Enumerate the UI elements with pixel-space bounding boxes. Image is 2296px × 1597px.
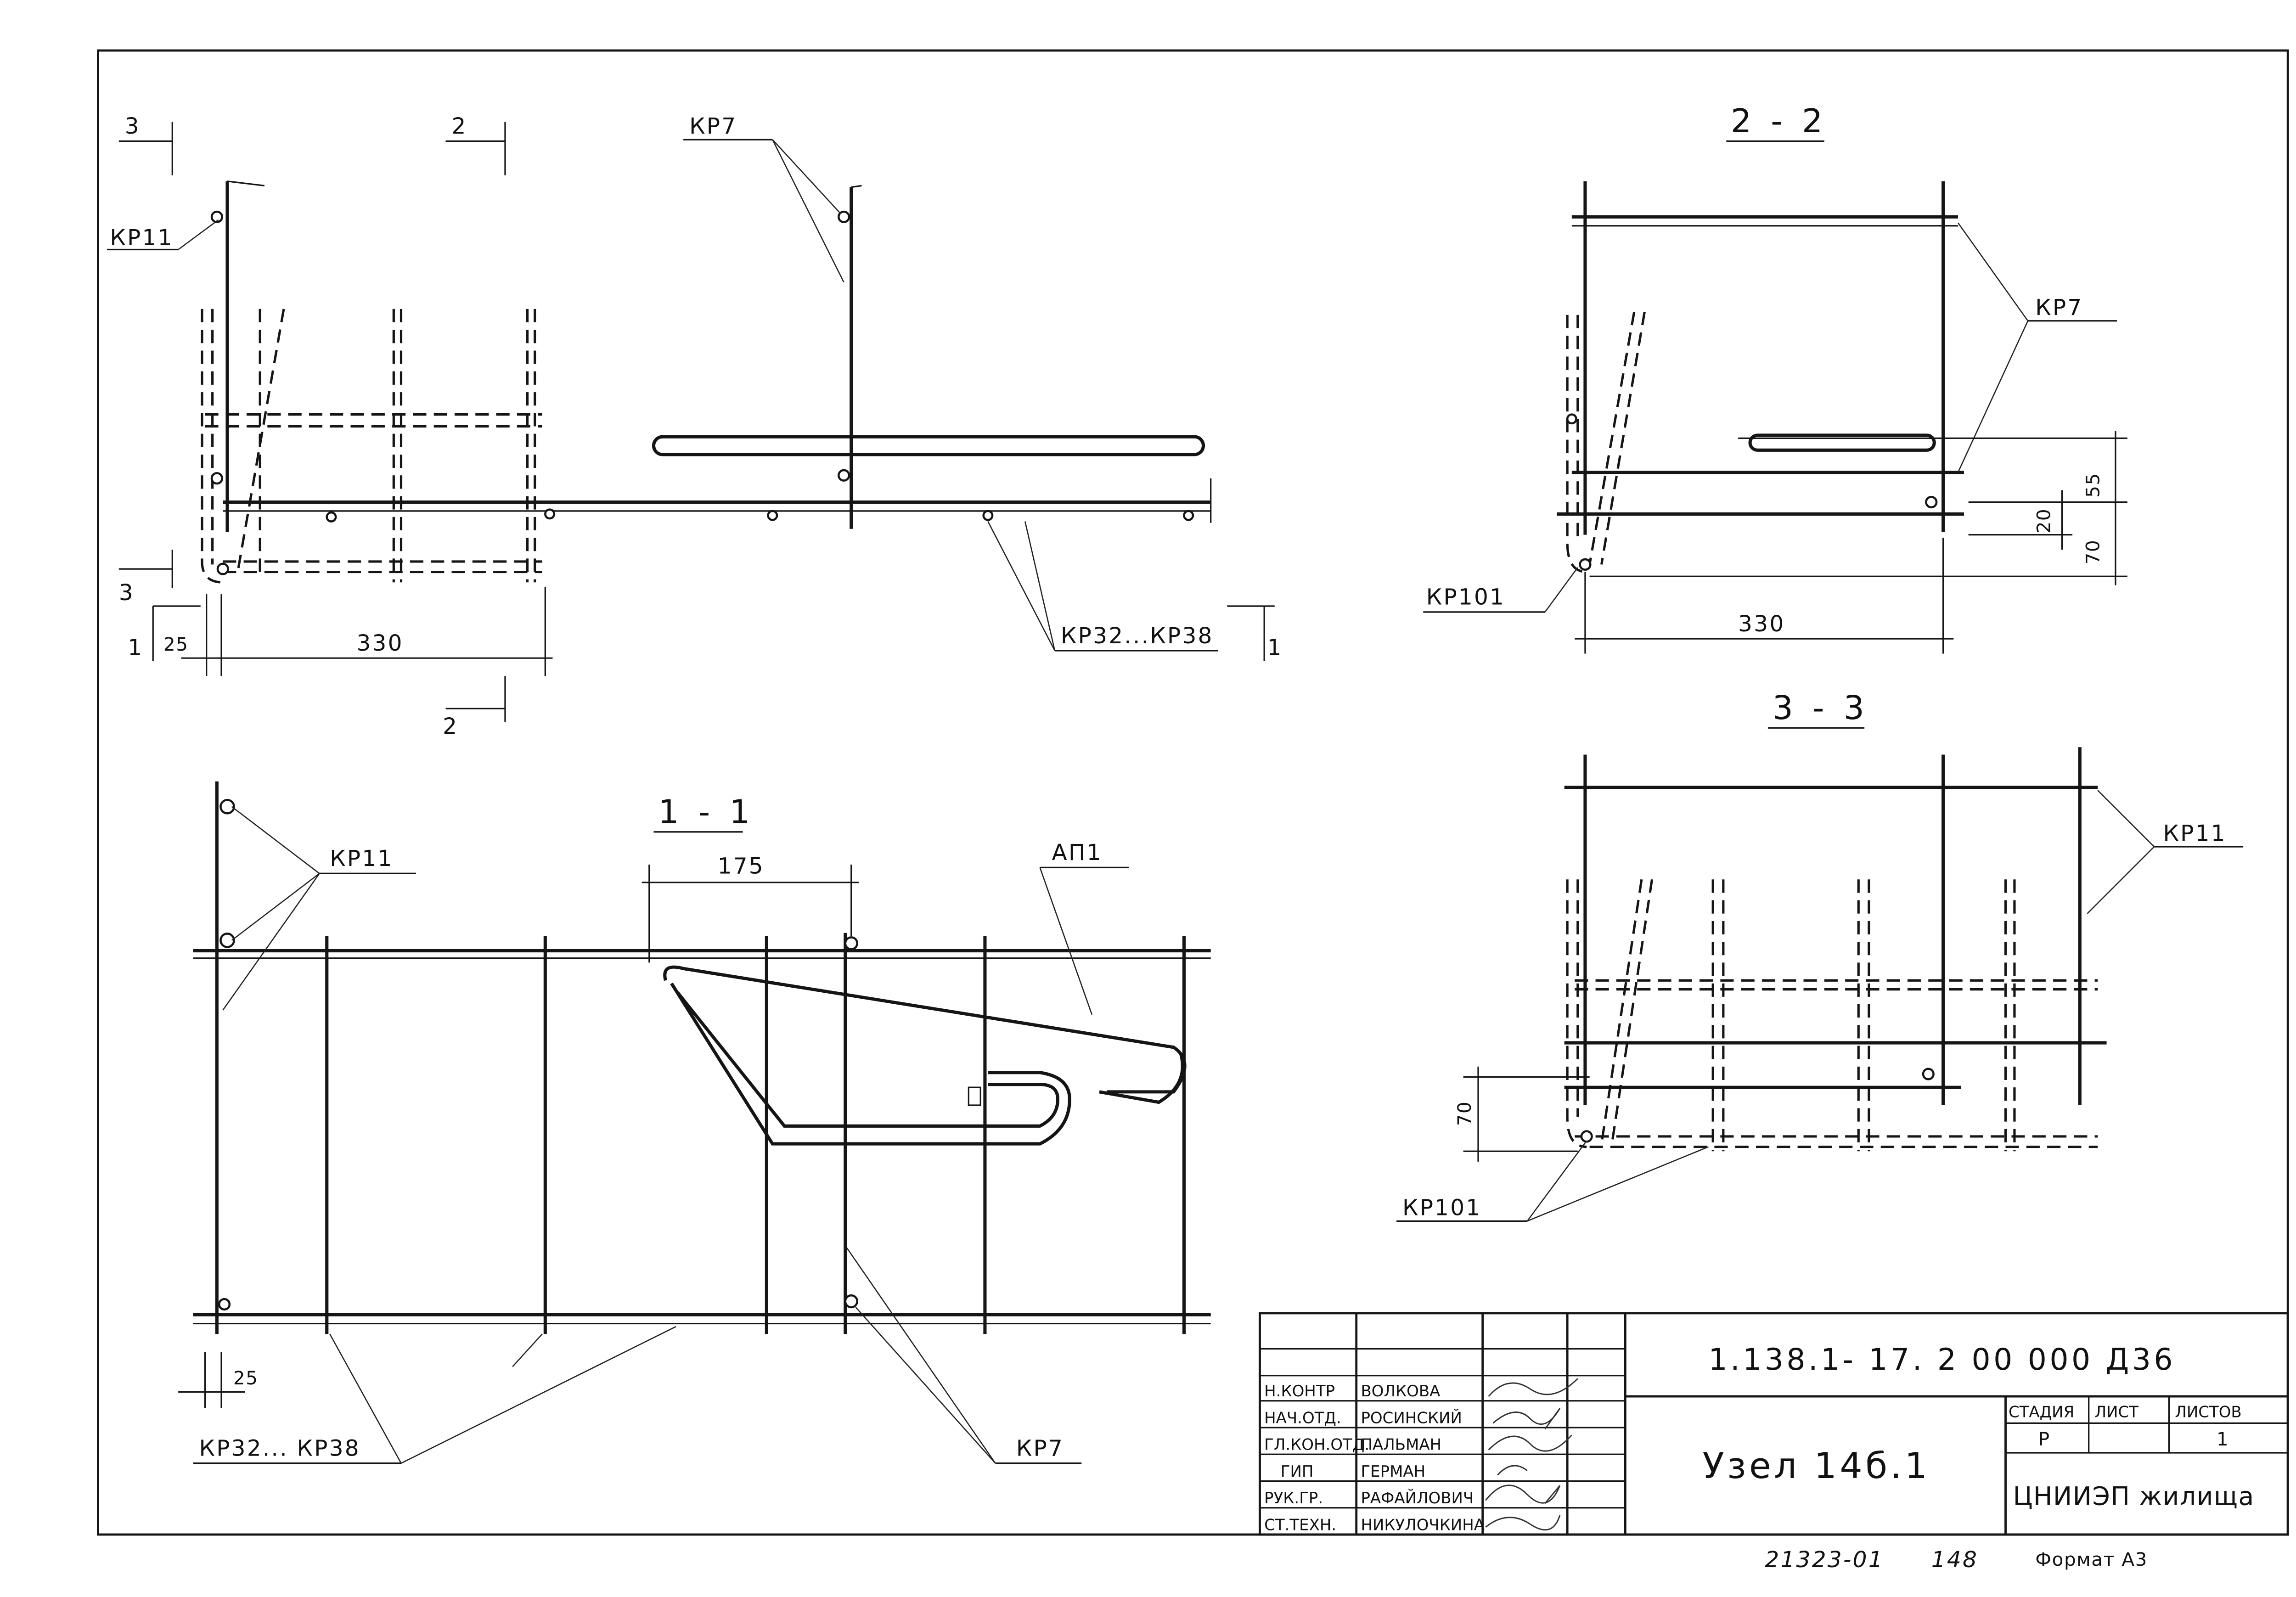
dim-70-section-2-2: 70: [2082, 540, 2104, 565]
dim-25-plan: 25: [163, 633, 189, 655]
label-kr7-section-1-1: КР7: [1016, 1435, 1064, 1461]
section-2-2-view: [1557, 181, 1964, 574]
name-6: НИКУЛОЧКИНА: [1361, 1516, 1485, 1534]
page-number: 148: [1931, 1547, 1978, 1573]
section-1-1-view: [193, 781, 1211, 1334]
inventory-number: 21323-01: [1765, 1547, 1884, 1573]
name-5: РАФАЙЛОВИЧ: [1361, 1489, 1474, 1507]
section-marker-2-bottom: 2: [443, 676, 506, 739]
svg-text:1: 1: [1267, 635, 1283, 661]
stage-header: СТАДИЯ: [2009, 1403, 2074, 1421]
role-5: РУК.ГР.: [1264, 1489, 1323, 1507]
plan-view: [201, 180, 1212, 584]
section-marker-3-top: 3: [118, 113, 173, 175]
role-4: ГИП: [1281, 1462, 1314, 1481]
dim-175-section-1-1: 175: [718, 853, 765, 879]
organization-name: ЦНИИЭП жилища: [2013, 1481, 2255, 1511]
dim-25-section-1-1: 25: [233, 1367, 259, 1389]
label-kr7-section-2-2: КР7: [2035, 295, 2083, 321]
title-section-2-2: 2 - 2: [1731, 102, 1827, 140]
svg-text:1: 1: [128, 635, 143, 661]
label-kr11-plan: КР11: [110, 225, 173, 251]
section-marker-3-bottom: 3: [119, 550, 173, 606]
svg-text:2: 2: [452, 113, 467, 139]
dim-330-section-2-2: 330: [1738, 611, 1785, 637]
role-1: Н.КОНТР: [1264, 1382, 1335, 1400]
name-2: РОСИНСКИЙ: [1361, 1408, 1462, 1427]
stage-value: Р: [2038, 1428, 2050, 1450]
dim-20-section-2-2: 20: [2033, 508, 2055, 534]
role-2: НАЧ.ОТД.: [1264, 1409, 1341, 1427]
section-marker-1-right: 1: [1227, 605, 1283, 661]
svg-text:2: 2: [443, 714, 458, 739]
role-6: СТ.ТЕХН.: [1264, 1516, 1336, 1534]
dim-55-section-2-2: 55: [2082, 472, 2104, 498]
sheet-header: ЛИСТ: [2095, 1403, 2139, 1421]
title-section-1-1: 1 - 1: [658, 793, 754, 831]
name-1: ВОЛКОВА: [1361, 1382, 1440, 1400]
title-block: [1259, 1312, 2289, 1536]
section-marker-2-top: 2: [445, 113, 506, 175]
label-kr11-section-1-1: КР11: [330, 846, 393, 872]
label-ap1-section-1-1: АП1: [1052, 840, 1103, 866]
label-kr11-section-3-3: КР11: [2163, 821, 2226, 846]
label-kr101-section-2-2: КР101: [1426, 585, 1505, 610]
name-3: ПАЛЬМАН: [1361, 1436, 1441, 1454]
label-kr32-38-section-1-1: КР32... КР38: [199, 1435, 360, 1461]
dim-330-plan: 330: [356, 630, 403, 656]
label-kr32-38-plan: КР32...КР38: [1061, 623, 1214, 649]
title-section-3-3: 3 - 3: [1773, 689, 1869, 727]
format-label: Формат А3: [2035, 1548, 2148, 1570]
section-3-3-view: [1564, 747, 2107, 1152]
svg-text:3: 3: [119, 580, 135, 606]
label-kr7-plan: КР7: [689, 113, 737, 139]
sheet-frame: [97, 49, 2289, 1536]
svg-text:3: 3: [125, 113, 141, 139]
name-4: ГЕРМАН: [1361, 1462, 1425, 1481]
role-3: ГЛ.КОН.ОТД.: [1264, 1436, 1369, 1454]
document-code: 1.138.1- 17. 2 00 000 Д36: [1708, 1343, 2175, 1377]
dim-70-section-3-3: 70: [1453, 1101, 1475, 1126]
sheets-count: 1: [2217, 1428, 2229, 1450]
sheets-header: ЛИСТОВ: [2175, 1403, 2241, 1421]
label-kr101-section-3-3: КР101: [1402, 1195, 1481, 1220]
node-title: Узел 14б.1: [1703, 1445, 1930, 1487]
section-marker-1-left: 1: [128, 605, 201, 661]
